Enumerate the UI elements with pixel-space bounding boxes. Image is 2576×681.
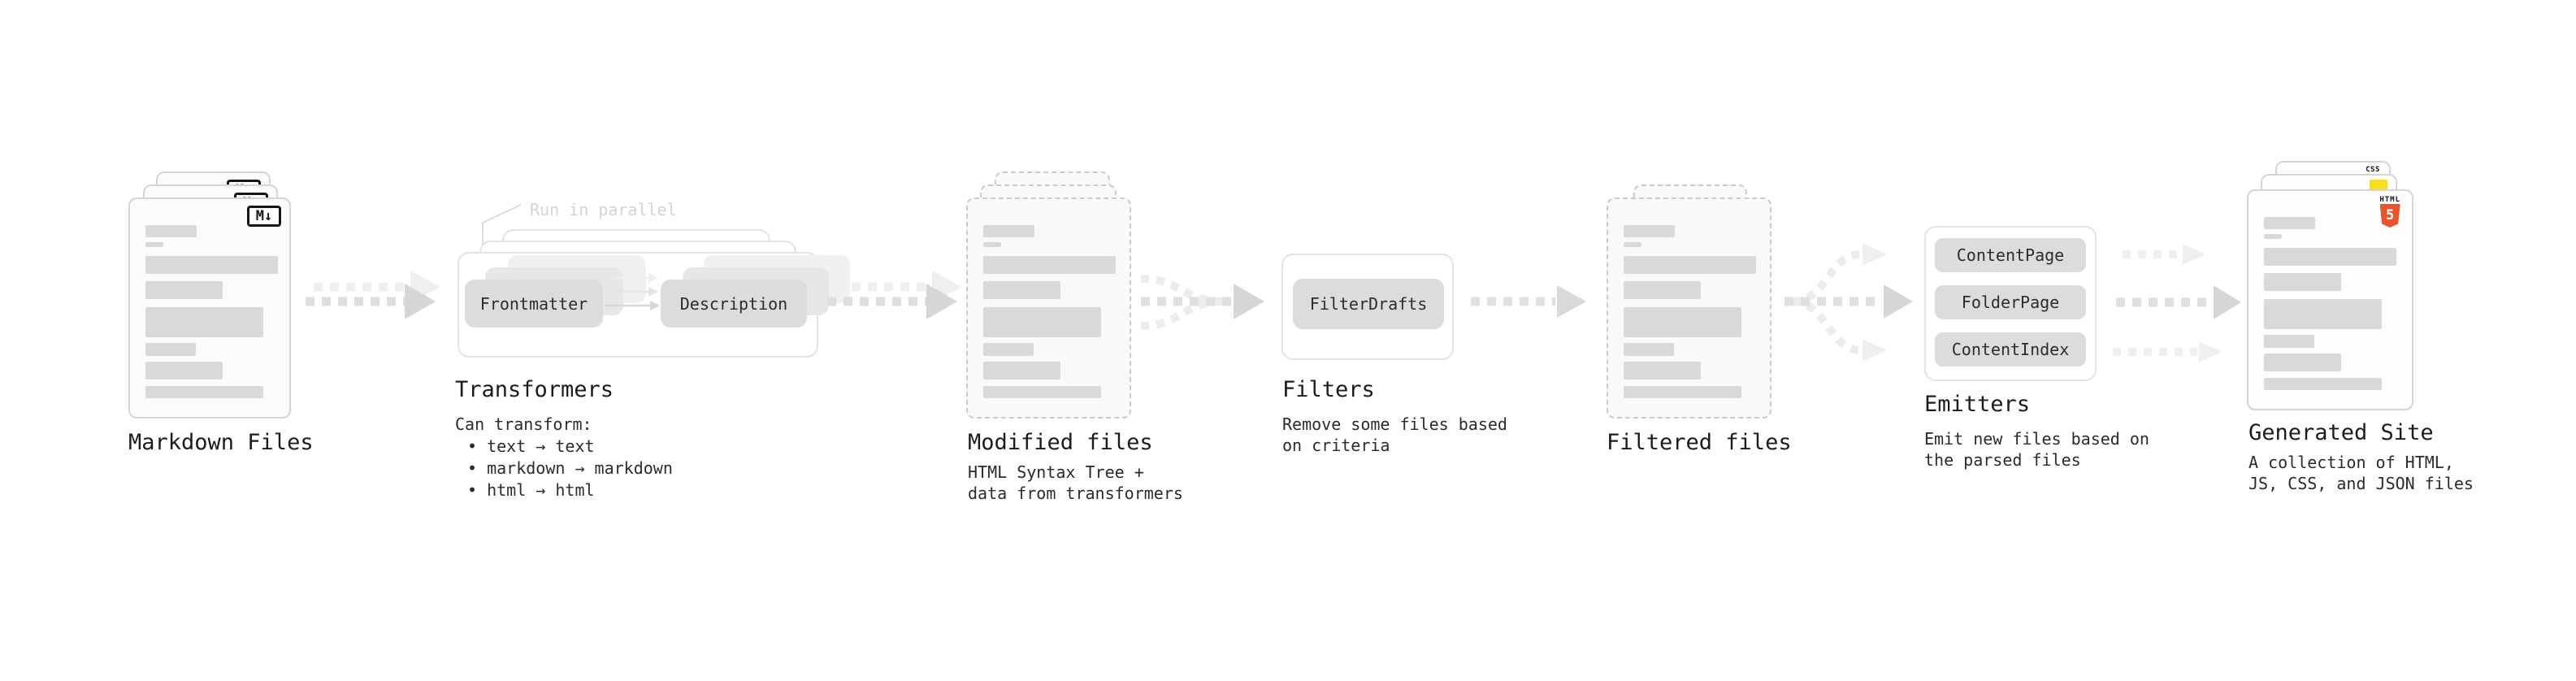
bullet-item: • markdown → markdown	[467, 458, 673, 478]
emitters-title: Emitters	[1924, 392, 2031, 417]
description-node: Description	[661, 280, 807, 327]
placeholder-bar	[2264, 354, 2341, 371]
arrow-filtered-to-emitters-diverge	[1785, 243, 1913, 362]
placeholder-bar	[983, 343, 1034, 356]
contentpage-node: ContentPage	[1935, 238, 2086, 272]
html5-icon-number: 5	[2386, 207, 2395, 223]
placeholder-bar	[1624, 242, 1641, 247]
run-in-parallel-label: Run in parallel	[530, 200, 677, 219]
placeholder-bar	[2264, 378, 2382, 390]
html5-icon-label: HTML	[2379, 196, 2400, 204]
placeholder-bar	[2264, 234, 2282, 239]
emitters-desc: Emit new files based on the parsed files	[1924, 428, 2149, 471]
filters-desc: Remove some files based on criteria	[1282, 414, 1507, 456]
placeholder-bar	[2264, 335, 2314, 348]
markdown-file-card-front: M↓	[128, 197, 291, 419]
placeholder-bar	[983, 281, 1060, 299]
placeholder-bar	[145, 281, 223, 299]
desc-line: the parsed files	[1924, 450, 2081, 470]
folderpage-node: FolderPage	[1935, 285, 2086, 319]
modified-file-card-front	[966, 197, 1131, 419]
placeholder-bar	[145, 256, 278, 274]
placeholder-bar	[145, 307, 263, 337]
placeholder-bar	[983, 386, 1101, 398]
frontmatter-node: Frontmatter	[465, 280, 603, 327]
markdown-icon: M↓	[247, 206, 281, 227]
transformers-title: Transformers	[455, 377, 614, 402]
placeholder-bar	[2264, 217, 2315, 229]
placeholder-bar	[145, 343, 196, 356]
placeholder-bar	[1624, 362, 1701, 380]
placeholder-bar	[983, 362, 1060, 380]
desc-line: Emit new files based on	[1924, 429, 2149, 449]
desc-line: HTML Syntax Tree +	[968, 462, 1144, 482]
desc-line: Remove some files based	[1282, 414, 1507, 434]
markdown-files-title: Markdown Files	[128, 430, 314, 455]
generated-site-title: Generated Site	[2249, 420, 2434, 445]
contentindex-node: ContentIndex	[1935, 332, 2086, 367]
placeholder-bar	[983, 242, 1001, 247]
placeholder-bar	[145, 386, 263, 398]
arrow-modified-to-filters-merge	[1140, 275, 1264, 330]
placeholder-bar	[145, 362, 223, 380]
placeholder-bar	[1624, 307, 1741, 337]
parallel-connector-line	[482, 204, 522, 245]
html5-icon: HTML 5	[2379, 196, 2400, 228]
modified-files-desc: HTML Syntax Tree + data from transformer…	[968, 462, 1183, 504]
filtered-files-title: Filtered files	[1607, 430, 1792, 455]
css-icon-label: CSS	[2366, 166, 2380, 174]
desc-line: data from transformers	[968, 484, 1183, 503]
placeholder-bar	[2264, 273, 2341, 291]
placeholder-bar	[1624, 343, 1674, 356]
bullet-item: • text → text	[467, 436, 595, 456]
transformers-bullet-list: • text → text • markdown → markdown • ht…	[467, 436, 673, 501]
placeholder-bar	[983, 307, 1101, 337]
placeholder-bar	[145, 242, 163, 247]
arrow-filters-to-filtered	[1471, 285, 1586, 318]
generated-html-card: HTML 5	[2247, 189, 2413, 410]
placeholder-bar	[983, 256, 1116, 274]
filters-title: Filters	[1282, 377, 1375, 402]
placeholder-bar	[1624, 256, 1756, 274]
filtered-file-card-front	[1607, 197, 1772, 419]
placeholder-bar	[2264, 248, 2396, 266]
desc-line: JS, CSS, and JSON files	[2249, 474, 2474, 493]
bullet-item: • html → html	[467, 480, 595, 500]
arrow-transformers-to-modified	[827, 271, 962, 319]
arrow-markdown-to-transformers	[306, 271, 440, 319]
transformers-subtitle: Can transform:	[455, 414, 592, 434]
desc-line: A collection of HTML,	[2249, 453, 2454, 472]
placeholder-bar	[145, 225, 197, 237]
arrows-emitters-to-generated	[2113, 244, 2241, 362]
placeholder-bar	[1624, 386, 1741, 398]
placeholder-bar	[1624, 225, 1675, 237]
modified-files-title: Modified files	[968, 430, 1153, 455]
placeholder-bar	[1624, 281, 1701, 299]
desc-line: on criteria	[1282, 436, 1390, 455]
frontmatter-to-description-arrows	[605, 273, 660, 310]
placeholder-bar	[983, 225, 1034, 237]
generated-site-desc: A collection of HTML, JS, CSS, and JSON …	[2249, 452, 2474, 494]
filterdrafts-node: FilterDrafts	[1293, 279, 1444, 329]
html5-icon-shield: 5	[2379, 204, 2400, 228]
placeholder-bar	[2264, 299, 2382, 329]
